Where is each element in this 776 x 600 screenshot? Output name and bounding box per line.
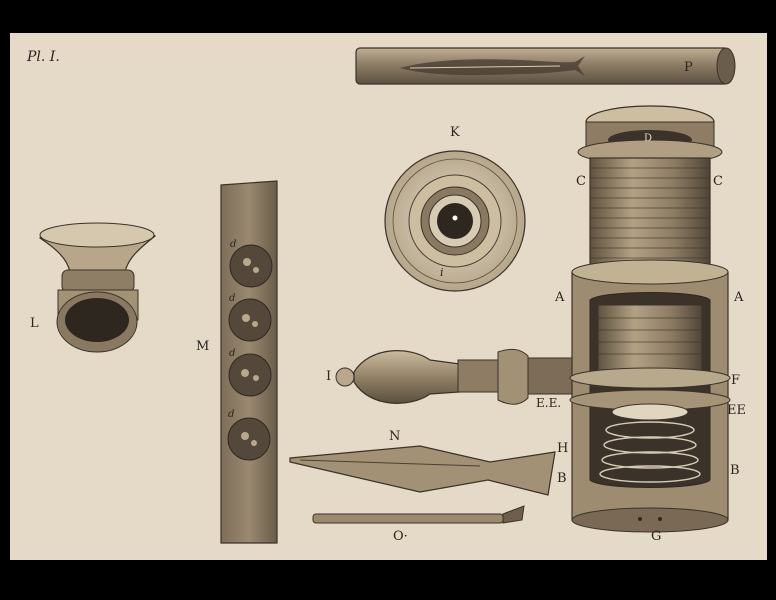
label-f: F	[731, 373, 741, 388]
label-ee-right: EE	[727, 403, 746, 418]
label-m: M	[196, 339, 210, 354]
label-slide-d2: d	[229, 293, 236, 304]
label-ring-i: i	[440, 266, 444, 279]
figure-microscope	[569, 105, 731, 533]
label-slide-d1: d	[230, 239, 237, 250]
plate-title: Pl. I.	[27, 49, 60, 65]
figure-n-forceps	[289, 445, 556, 496]
label-p: P	[684, 60, 693, 75]
figure-i-handle	[335, 348, 575, 405]
label-h: H	[557, 441, 569, 456]
label-b-right: B	[730, 463, 740, 478]
label-g: G	[651, 529, 662, 544]
figure-l-eyepiece	[38, 222, 157, 353]
label-d: D	[644, 133, 653, 144]
label-b-left: B	[557, 471, 567, 486]
label-ee-left: E.E.	[536, 396, 562, 410]
label-slide-d3: d	[229, 348, 236, 359]
figure-m-slider	[220, 180, 278, 544]
label-n: N	[389, 429, 401, 444]
figure-o-brush	[312, 505, 525, 524]
label-k: K	[450, 125, 460, 140]
label-c-right: C	[713, 174, 723, 189]
label-slide-d4: d	[228, 409, 235, 420]
label-a-right: A	[734, 290, 744, 305]
label-l: L	[30, 316, 39, 331]
label-c-left: C	[576, 174, 586, 189]
label-a-left: A	[555, 290, 565, 305]
figure-k-ring	[384, 150, 526, 292]
label-i: I	[326, 369, 332, 384]
figure-p-rod	[355, 47, 736, 85]
label-o: O·	[393, 529, 408, 544]
